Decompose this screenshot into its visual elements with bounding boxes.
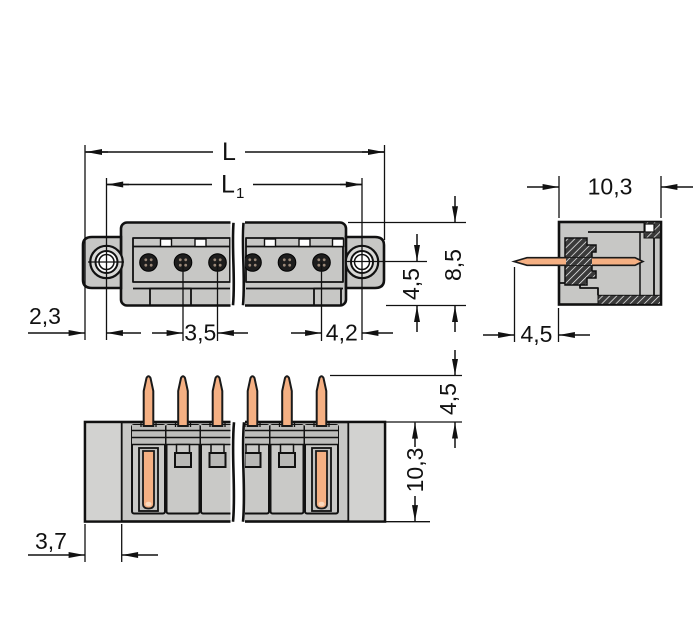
pole-slot-3: [200, 424, 235, 515]
dim-label-4-2: 4,2: [326, 320, 358, 346]
dim-4-5-bottom: 4,5: [435, 350, 461, 448]
dim-4-5-front: 4,5: [398, 234, 424, 332]
pin-3: [209, 375, 226, 428]
dim-label-4-5-side: 4,5: [521, 321, 553, 347]
bottom-break-line-right: [241, 422, 246, 522]
front-notch-left: [149, 287, 192, 306]
dim-label-4-5-front: 4,5: [398, 268, 424, 300]
pin-1: [140, 375, 157, 428]
dim-4-2: 4,2: [291, 320, 393, 346]
pin-4: [244, 375, 261, 428]
bottom-break-line-left: [231, 422, 236, 522]
front-dimensions: L L 1 2,3 3,5 4,2: [28, 138, 466, 346]
dim-3-5: 3,5: [152, 320, 248, 346]
front-funnel-slots: [159, 238, 345, 248]
dim-label-2-3: 2,3: [29, 303, 61, 329]
dim-L: L: [85, 138, 384, 166]
pin-5: [278, 375, 296, 428]
side-bottom-hatch: [597, 294, 661, 305]
dim-10-3-bottom: 10,3: [402, 422, 428, 522]
dim-label-4-5-bottom: 4,5: [435, 383, 461, 415]
pole-slot-2: [165, 424, 201, 515]
dim-label-L1-subscript: 1: [236, 185, 244, 202]
pole-slot-6: [304, 424, 339, 515]
side-dimensions: 10,3 4,5: [483, 174, 693, 347]
side-corner-notch: [644, 223, 655, 233]
dim-label-3-7: 3,7: [35, 528, 67, 554]
side-pin-section: [566, 257, 592, 266]
dim-L1: L 1: [107, 171, 362, 202]
pin-2: [174, 375, 192, 428]
front-notch-right: [313, 287, 342, 306]
pole-slot-1: [131, 424, 166, 515]
pin-6: [313, 375, 330, 428]
dim-label-L: L: [222, 138, 236, 166]
pole-slot-5: [269, 424, 305, 515]
dim-label-L1: L: [221, 171, 235, 199]
bottom-dimensions: 4,5 10,3 3,7: [28, 350, 462, 562]
dim-label-10-3-bottom: 10,3: [402, 448, 428, 493]
front-break-line-right: [241, 222, 246, 306]
dim-2-3: 2,3: [28, 303, 141, 336]
front-view: [81, 218, 386, 310]
dim-3-7: 3,7: [28, 528, 158, 558]
dim-label-3-5: 3,5: [184, 320, 216, 346]
dim-label-10-3-side: 10,3: [588, 174, 633, 200]
bottom-endblock-right: [348, 423, 384, 521]
dim-label-8-5: 8,5: [440, 249, 466, 281]
side-view: [511, 220, 663, 306]
bottom-endblock-left: [86, 423, 122, 521]
dim-10-3-side: 10,3: [527, 174, 693, 200]
front-panel-left: [132, 237, 231, 283]
front-break-line-left: [231, 222, 236, 306]
dim-4-5-side: 4,5: [483, 321, 590, 347]
bottom-view: [83, 375, 387, 526]
dim-8-5: 8,5: [440, 196, 466, 332]
